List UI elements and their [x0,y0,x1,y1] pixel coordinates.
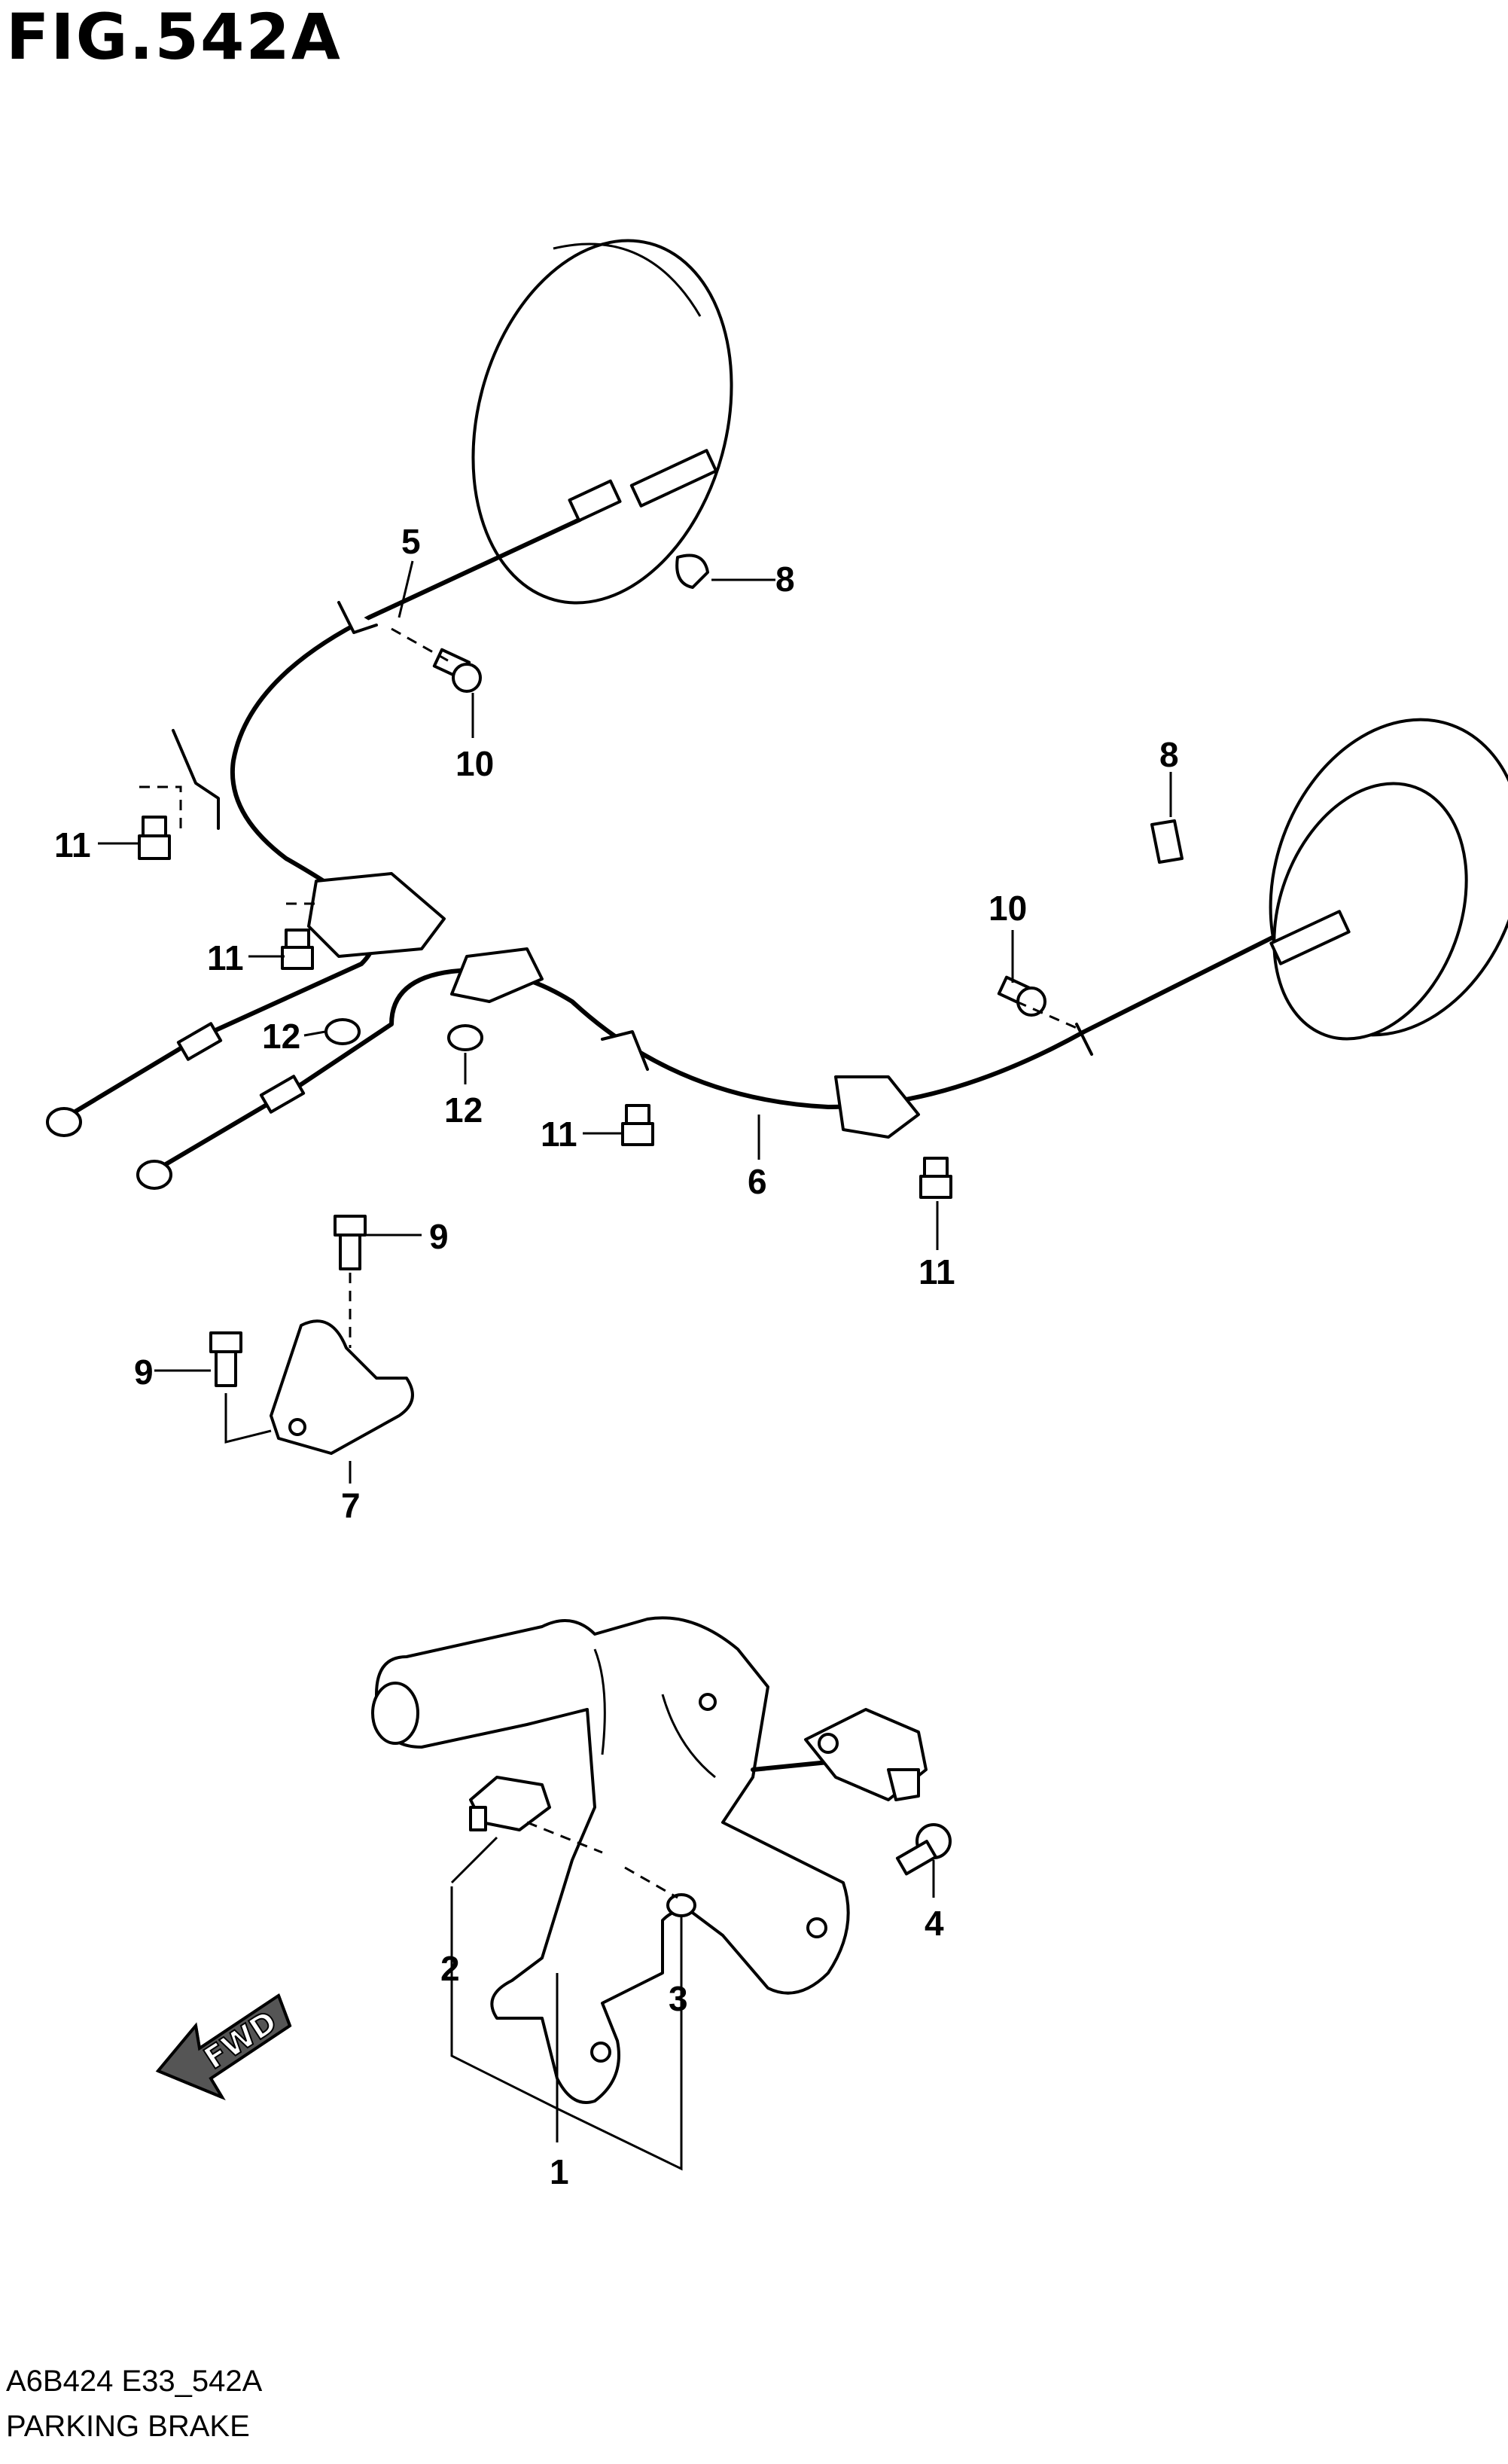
bolt-11-a [138,816,171,860]
bolt-9-upper [334,1215,367,1270]
callout-9-upper: 9 [429,1217,449,1256]
bolt-9-left [209,1331,242,1387]
parking-brake-lever [371,1616,850,2104]
callout-11-b: 11 [207,938,244,977]
callout-9-left: 9 [134,1352,154,1392]
callout-2: 2 [440,1949,460,1988]
figure-name: PARKING BRAKE [6,2410,250,2443]
callout-11-c: 11 [541,1115,577,1154]
callout-12-left: 12 [262,1017,300,1056]
callout-6: 6 [748,1162,767,1201]
callout-7: 7 [341,1486,361,1525]
cable-brackets [172,601,1093,1139]
bolt-11-c [621,1104,654,1146]
callout-12-mid: 12 [444,1090,483,1130]
callout-10-right: 10 [989,889,1027,928]
clip-8-right [1150,819,1184,864]
bolt-4 [895,1823,952,1876]
bolt-10-right [997,975,1046,1017]
callout-4: 4 [925,1904,944,1943]
callouts: 1 2 3 4 5 6 7 8 8 9 9 10 10 11 11 11 11 … [54,522,1179,2191]
nut-12-mid [447,1024,483,1051]
fwd-arrow-icon: FWD [155,1993,292,2101]
callout-3: 3 [669,1979,688,2018]
callout-11-d: 11 [919,1252,955,1291]
screw-3 [666,1893,696,1917]
fwd-label: FWD [198,2005,283,2077]
leader-lines [98,560,1172,2171]
callout-5: 5 [401,522,421,561]
clip-8-upper [675,553,709,589]
right-brake-drum [1269,718,1508,1041]
callout-8-right: 8 [1159,735,1179,774]
lever-rod-fitting [751,1708,928,1801]
bolt-11-b [281,929,314,970]
equalizer-bracket [307,872,544,1003]
switch-2 [469,1776,551,1831]
cable-right [136,910,1351,1190]
nut-12-left [324,1018,361,1045]
callout-10-upper: 10 [455,744,494,783]
bolt-11-d [919,1157,952,1199]
callout-8-upper: 8 [775,560,795,599]
figure-code: A6B424 E33_542A [6,2365,263,2398]
callout-1: 1 [550,2152,569,2191]
fig-title: FIG.542A [6,0,342,74]
left-brake-drum [471,239,733,605]
bracket-7 [270,1319,414,1455]
callout-11-a: 11 [54,825,91,865]
